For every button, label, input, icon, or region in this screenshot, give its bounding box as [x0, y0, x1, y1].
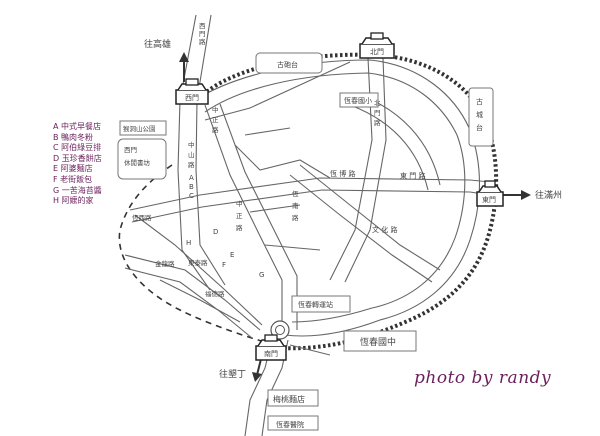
west-gate-icon: [175, 78, 209, 105]
photo-credit: photo by randy: [414, 368, 552, 388]
marker-h[interactable]: H: [186, 239, 192, 247]
meiling-box: [267, 389, 319, 407]
dir-south-label: 往墾丁: [219, 368, 246, 380]
legend-item-g: G 一苦海苔醬: [53, 185, 102, 195]
arrow-north-icon: [179, 52, 189, 82]
marker-e[interactable]: E: [230, 251, 235, 259]
north-gate-label: 北門: [370, 48, 384, 56]
legend-item-a: A 中式早餐店: [53, 122, 102, 131]
arrow-east-icon: [502, 190, 531, 200]
xiaogongyuan-label: 猴洞山公園: [123, 124, 156, 133]
legend: A 中式早餐店 B 鴨肉冬粉 C 阿伯綠豆排 D 玉珍香餅店 E 阿婆麵店 F …: [53, 122, 102, 207]
marker-c[interactable]: C: [189, 192, 194, 200]
hengchun-middle-box: [343, 330, 417, 352]
hengxi-label: 恆西路: [132, 213, 152, 222]
legend-item-f: F 老街飯包: [53, 174, 93, 184]
ximen-road-label: 西 門 路: [199, 22, 206, 46]
xiaogongyuan-box: [119, 120, 167, 136]
west-shop-title: 西門: [124, 146, 137, 154]
west-shop-sub: 休閒書坊: [124, 158, 151, 167]
gucheng-label: 古 城 台: [476, 98, 483, 132]
west-gate-label: 西門: [185, 94, 199, 102]
hengchun-elem-label: 恆春國小: [344, 96, 372, 105]
dir-north-label: 往高雄: [144, 38, 171, 50]
city-wall: [201, 52, 499, 351]
zhongzheng-top-label: 中 正 路: [212, 106, 219, 134]
north-gate-icon: [359, 32, 395, 59]
hengchun-middle-label: 恆春國中: [360, 336, 396, 348]
marker-g[interactable]: G: [259, 271, 265, 279]
hospital-box: [267, 415, 319, 431]
jinfeng-label: 金龍路: [155, 259, 175, 268]
south-gate-icon: [255, 334, 287, 361]
fuxing-label: 福德路: [205, 289, 225, 298]
west-shop-box: [117, 138, 167, 180]
gutai-label: 古砲台: [277, 60, 298, 69]
gutai-box: [255, 52, 323, 74]
marker-d[interactable]: D: [213, 228, 219, 236]
zhongshan-road-label: 中 山 路: [188, 141, 195, 169]
dongtai-label: 東泰路: [188, 258, 208, 267]
hengbei-label: 恆 博 路: [330, 169, 355, 178]
marker-f[interactable]: F: [222, 261, 227, 269]
legend-item-e: E 阿婆麵店: [53, 164, 93, 174]
east-gate-label: 東門: [482, 195, 496, 204]
dir-east-label: 往滿州: [535, 189, 562, 201]
hengnan-road-label: 恆 南 路: [292, 190, 299, 222]
legend-item-h: H 阿嬤的家: [53, 196, 94, 206]
gucheng-box: [468, 87, 494, 147]
marker-b[interactable]: B: [189, 183, 194, 191]
east-gate-icon: [476, 180, 504, 207]
wenhua-label: 文 化 路: [372, 225, 397, 234]
legend-item-c: C 阿伯綠豆排: [53, 143, 102, 153]
hengchun-elem-box: [339, 92, 379, 108]
zhongzheng-mid-label: 中 正 路: [236, 200, 243, 232]
meiling-label: 梅桃麵店: [273, 394, 305, 404]
transit-box: [291, 295, 351, 313]
legend-item-d: D 玉珍香餅店: [53, 153, 102, 163]
hospital-label: 恆春醫院: [276, 420, 304, 429]
marker-a[interactable]: A: [189, 174, 194, 182]
west-dashed-wall: [118, 164, 276, 346]
dongmen-label: 東 門 路: [400, 171, 425, 180]
transit-label: 恆春轉運站: [298, 300, 333, 309]
south-gate-label: 南門: [264, 349, 278, 358]
north-road-label: 北 門 路: [374, 99, 381, 127]
legend-item-b: B 鴨肉冬粉: [53, 132, 94, 142]
